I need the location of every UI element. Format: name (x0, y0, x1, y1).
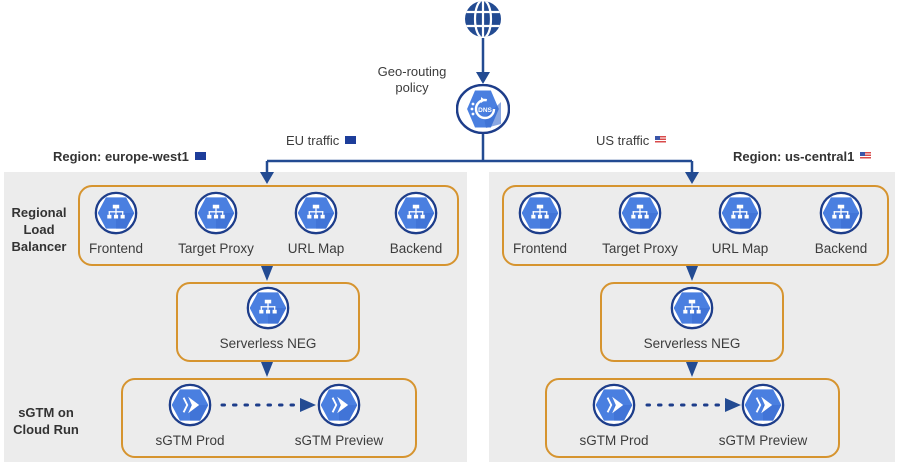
region-name-eu: Region: europe-west1 (53, 149, 189, 164)
node-label: Frontend (88, 241, 144, 256)
us-sgtm-preview-node[interactable]: sGTM Preview (708, 383, 818, 448)
us-prod-to-preview-arrow (725, 398, 741, 412)
us-frontend-node[interactable]: Frontend (485, 191, 595, 256)
load-balancer-icon (194, 191, 238, 235)
side-label-line: Cloud Run (13, 422, 79, 437)
node-label: Serverless NEG (219, 336, 317, 351)
us-sgtm-prod-node[interactable]: sGTM Prod (559, 383, 669, 448)
load-balancer-icon (618, 191, 662, 235)
cloud-run-icon (317, 383, 361, 427)
us-serverless-neg-group (600, 282, 784, 362)
us-cloud-run-group (545, 378, 840, 458)
node-label: sGTM Preview (718, 433, 808, 448)
us-load-balancer-group (502, 185, 889, 266)
region-name-us: Region: us-central1 (733, 149, 855, 164)
eu-lb-to-neg-arrow (261, 266, 273, 281)
node-label: URL Map (287, 241, 345, 256)
node-label: sGTM Prod (579, 433, 649, 448)
cloud-run-icon (592, 383, 636, 427)
node-label: sGTM Preview (294, 433, 384, 448)
eu-backend-node[interactable]: Backend (361, 191, 471, 256)
load-balancer-icon (670, 286, 714, 330)
us-flag-icon (860, 152, 872, 160)
geo-routing-policy-label: Geo-routing policy (372, 64, 452, 96)
eu-serverless-neg-group (176, 282, 360, 362)
cloud-run-icon (168, 383, 212, 427)
eu-serverless-neg-node[interactable]: Serverless NEG (213, 286, 323, 351)
us-flag-icon (655, 136, 667, 144)
dns-text: DNS (478, 107, 492, 114)
policy-label-line1: Geo-routing (377, 64, 447, 79)
side-label-line: Regional (11, 205, 67, 220)
side-label-load-balancer: Regional Load Balancer (6, 204, 72, 255)
load-balancer-icon (819, 191, 863, 235)
cloud-run-icon (741, 383, 785, 427)
us-lb-to-neg-arrow (686, 266, 698, 281)
load-balancer-icon (394, 191, 438, 235)
us-neg-to-run-arrow (686, 362, 698, 377)
us-traffic-text: US traffic (596, 133, 650, 148)
load-balancer-icon (94, 191, 138, 235)
eu-frontend-node[interactable]: Frontend (61, 191, 171, 256)
eu-prod-to-preview-arrow (300, 398, 316, 412)
us-branch-arrow (685, 172, 699, 184)
globe-icon (459, 0, 507, 40)
side-label-line: Balancer (11, 239, 67, 254)
eu-cloud-run-group (121, 378, 417, 458)
eu-load-balancer-group (78, 185, 459, 266)
node-label: URL Map (711, 241, 769, 256)
eu-sgtm-prod-node[interactable]: sGTM Prod (135, 383, 245, 448)
eu-sgtm-preview-node[interactable]: sGTM Preview (284, 383, 394, 448)
region-label-us: Region: us-central1 (733, 149, 872, 164)
eu-traffic-label: EU traffic (286, 133, 357, 148)
us-backend-node[interactable]: Backend (786, 191, 896, 256)
side-label-line: sGTM on (18, 405, 74, 420)
node-label: sGTM Prod (155, 433, 225, 448)
us-traffic-label: US traffic (596, 133, 667, 148)
cloud-dns-icon: DNS (455, 83, 511, 135)
eu-traffic-text: EU traffic (286, 133, 340, 148)
eu-target-proxy-node[interactable]: Target Proxy (161, 191, 271, 256)
node-label: Frontend (512, 241, 568, 256)
node-label: Backend (814, 241, 868, 256)
eu-branch-arrow (260, 172, 274, 184)
load-balancer-icon (246, 286, 290, 330)
eu-flag-icon (345, 136, 357, 144)
region-label-eu: Region: europe-west1 (53, 149, 206, 164)
us-target-proxy-node[interactable]: Target Proxy (585, 191, 695, 256)
us-url-map-node[interactable]: URL Map (685, 191, 795, 256)
us-serverless-neg-node[interactable]: Serverless NEG (637, 286, 747, 351)
load-balancer-icon (518, 191, 562, 235)
eu-neg-to-run-arrow (261, 362, 273, 377)
side-label-cloud-run: sGTM on Cloud Run (6, 404, 86, 438)
globe-to-dns-arrow (476, 72, 490, 84)
eu-url-map-node[interactable]: URL Map (261, 191, 371, 256)
eu-flag-icon (194, 152, 206, 160)
node-label: Serverless NEG (643, 336, 741, 351)
side-label-line: Load (23, 222, 55, 237)
load-balancer-icon (294, 191, 338, 235)
node-label: Target Proxy (602, 241, 678, 256)
policy-label-line2: policy (395, 80, 429, 95)
node-label: Target Proxy (178, 241, 254, 256)
load-balancer-icon (718, 191, 762, 235)
node-label: Backend (389, 241, 443, 256)
